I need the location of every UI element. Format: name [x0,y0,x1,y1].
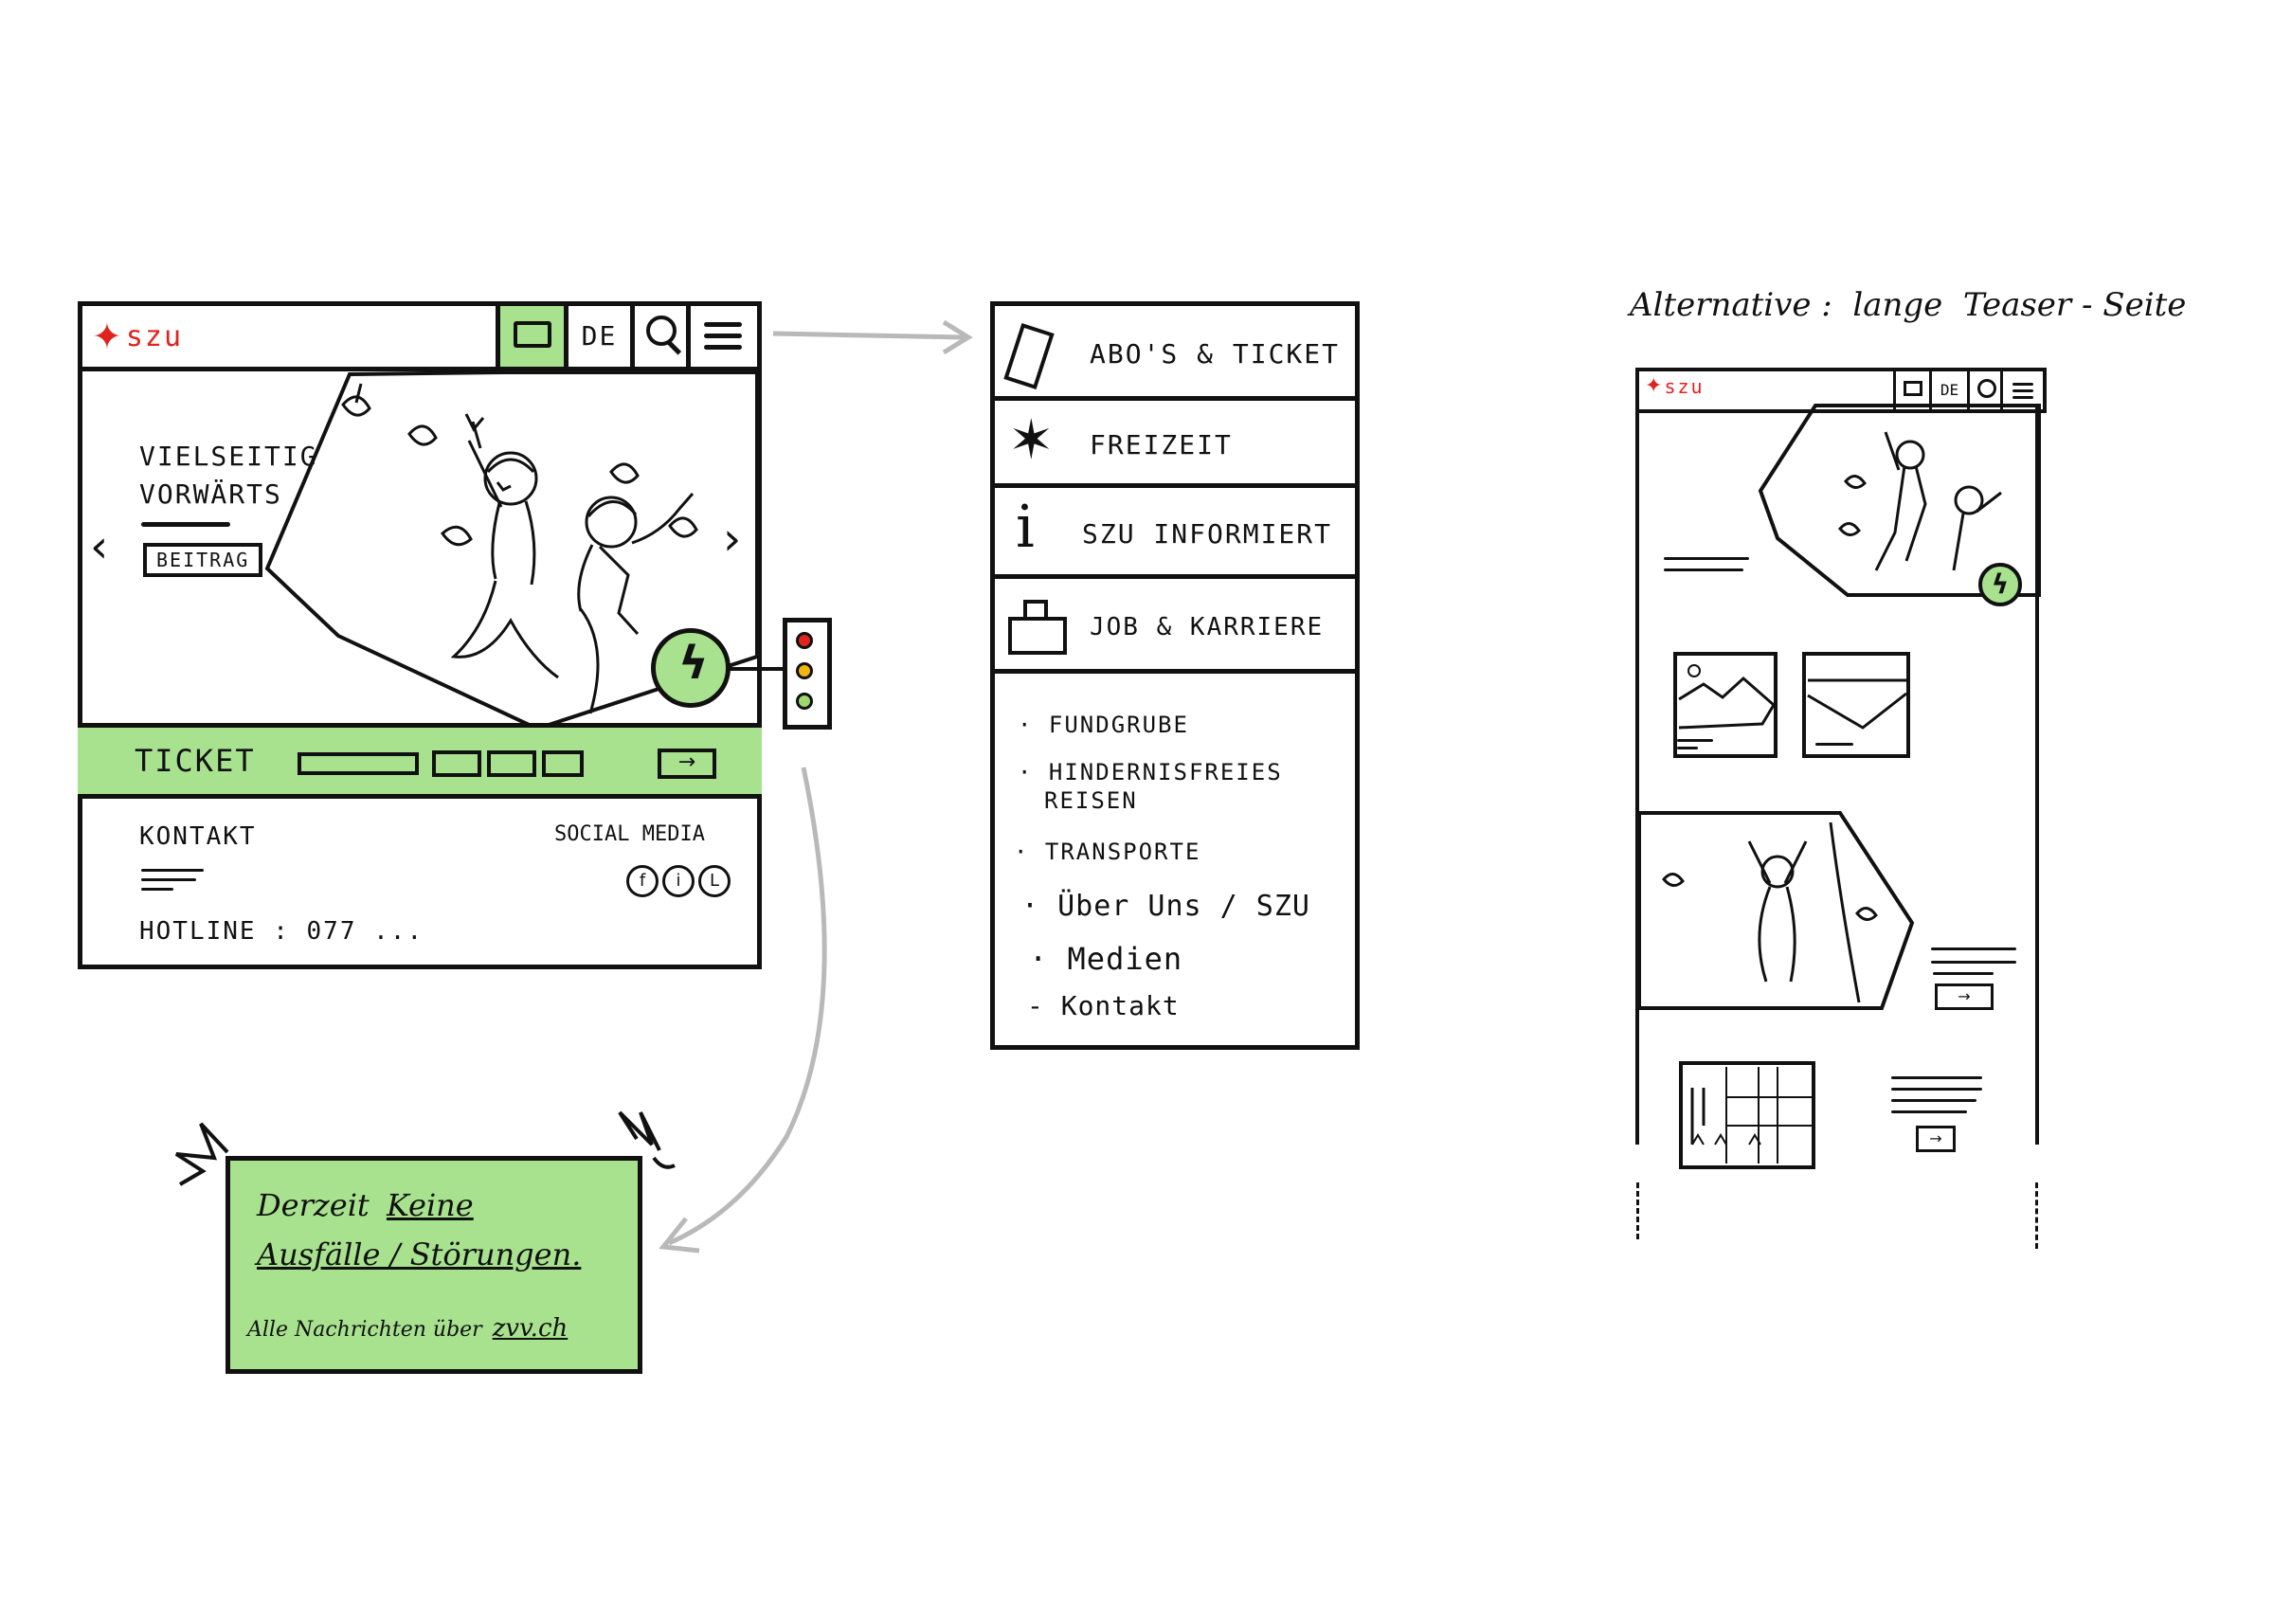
kontakt-label: KONTAKT [139,822,257,851]
lightning-icon: ϟ [678,637,709,690]
menu-item-label: SZU INFORMIERT [1082,518,1333,550]
mobile-wireframe: ✦ szu DE VIELSEITIG VORWÄRTS BEITRAG ‹ › [78,301,762,969]
carousel-next-arrow[interactable]: › [723,513,742,566]
alt-search-button[interactable] [1967,371,2003,409]
ticket-icon [1003,322,1055,390]
ticket-input-time[interactable] [487,750,536,777]
traffic-light-status[interactable] [783,618,832,730]
menu-item-label: JOB & KARRIERE [1090,613,1325,641]
status-note: Alle Nachrichten über zvv.ch [247,1314,568,1343]
menu-link-medien[interactable]: · Medien [1029,941,1183,977]
alt-zvv-badge[interactable]: ϟ [1978,563,2022,606]
logo-star-icon: ✦ [92,316,122,357]
ticket-input-class[interactable] [542,750,584,777]
alt-ticket-button[interactable] [1893,371,1929,409]
ticket-button[interactable] [496,306,564,367]
logo-text: szu [125,319,184,353]
menu-link-reisen[interactable]: REISEN [1044,787,1138,814]
ticket-input-from[interactable] [298,752,419,775]
status-message-box: Derzeit Keine Ausfälle / Störungen. Alle… [226,1156,642,1374]
ticket-input-date[interactable] [432,750,481,777]
menu-item-job-karriere[interactable]: JOB & KARRIERE [995,579,1355,674]
alt-search-icon [1977,379,1996,398]
mobile-header: ✦ szu DE [82,306,757,371]
hero-cta-button[interactable]: BEITRAG [143,543,263,577]
instagram-icon[interactable]: i [662,865,695,897]
alt-logo-text: szu [1664,375,1705,398]
ticket-bar-label: TICKET [135,743,256,779]
alt-language-switch[interactable]: DE [1929,371,1967,409]
status-line2: Ausfälle / Störungen. [257,1236,582,1272]
zvv-link[interactable]: zvv.ch [492,1314,568,1343]
search-button[interactable] [630,306,691,367]
briefcase-icon [1008,617,1067,655]
menu-item-szu-informiert[interactable]: i SZU INFORMIERT [995,488,1355,579]
menu-wireframe: ABO'S & TICKET ✶ FREIZEIT i SZU INFORMIE… [990,301,1360,1050]
ticket-submit-button[interactable]: → [658,749,716,779]
menu-item-label: FREIZEIT [1090,429,1233,460]
alt-logo[interactable]: ✦ szu [1645,375,1705,398]
status-line1-highlight: Keine [386,1187,474,1223]
logo[interactable]: ✦ szu [92,316,183,357]
red-light-icon [796,632,813,649]
info-icon: i [1016,492,1035,561]
yellow-light-icon [796,662,813,679]
star-icon: ✶ [1008,407,1055,472]
alternative-title: Alternative : lange Teaser - Seite [1630,286,2187,324]
status-note-text: Alle Nachrichten über [247,1318,482,1342]
train-icon [514,321,551,348]
alt-menu-button[interactable] [2003,371,2043,409]
menu-item-freizeit[interactable]: ✶ FREIZEIT [995,401,1355,488]
carousel-prev-arrow[interactable]: ‹ [90,520,109,573]
menu-item-label: ABO'S & TICKET [1090,338,1341,370]
menu-link-kontakt[interactable]: - Kontakt [1027,990,1180,1021]
menu-link-hindernisfreies[interactable]: · HINDERNISFREIES [1018,759,1283,785]
menu-button[interactable] [691,306,757,367]
hotline-text: HOTLINE : 077 ... [139,917,424,946]
hero-illustration [264,370,757,723]
menu-link-fundgrube[interactable]: · FUNDGRUBE [1018,712,1189,738]
facebook-icon[interactable]: f [626,865,659,897]
alt-illustrations [1637,404,2041,1169]
menu-link-ueber-uns[interactable]: · Über Uns / SZU [1021,890,1310,923]
alt-lightning-icon: ϟ [1991,568,2010,600]
alt-teaser-arrow-button[interactable]: → [1935,983,1994,1010]
status-line1: Derzeit Keine [257,1187,474,1223]
status-line1-text: Derzeit [257,1187,370,1223]
alt-train-icon [1904,381,1922,396]
zvv-badge[interactable]: ϟ [651,628,731,708]
menu-link-transporte[interactable]: · TRANSPORTE [1014,839,1201,865]
alternative-wireframe: ✦ szu DE [1635,368,2047,1306]
alt-teaser2-arrow-button[interactable]: → [1916,1126,1956,1152]
language-switch[interactable]: DE [564,306,630,367]
social-media-label: SOCIAL MEDIA [554,822,705,846]
hero-title-line1: VIELSEITIG [139,441,318,472]
hero-title-line2: VORWÄRTS [139,478,282,510]
ticket-bar[interactable]: TICKET → [78,723,762,799]
green-light-icon [796,693,813,710]
menu-item-abos-ticket[interactable]: ABO'S & TICKET [995,306,1355,401]
linkedin-icon[interactable]: L [698,865,731,897]
search-icon [646,316,677,346]
alt-logo-star-icon: ✦ [1645,374,1663,398]
